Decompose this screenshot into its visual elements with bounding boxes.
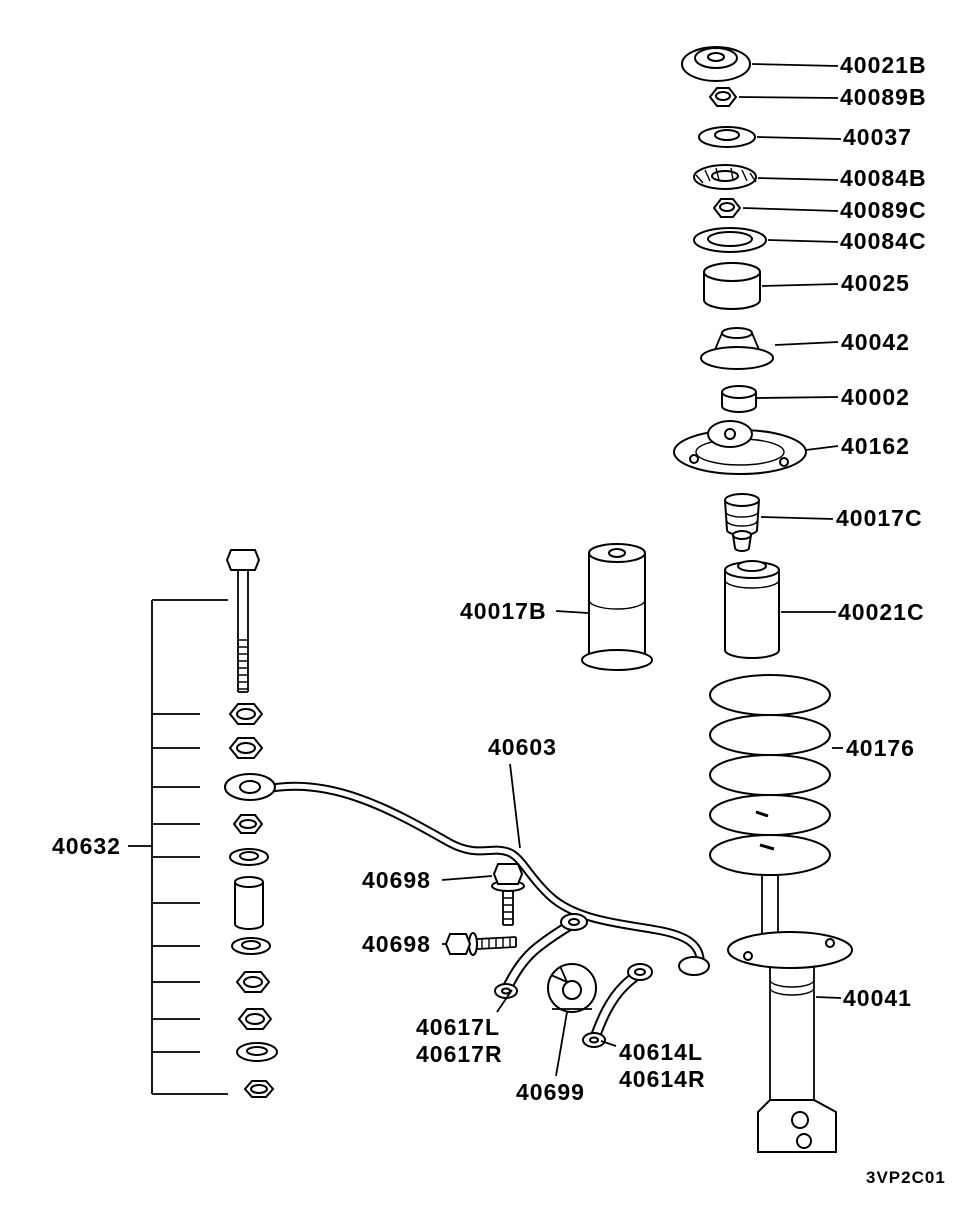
part-40017C-bump-stopper <box>724 493 760 552</box>
part-callout-40176: 40176 <box>846 735 915 761</box>
link-nut-1 <box>228 703 264 725</box>
bracket-line-40632 <box>151 599 228 1095</box>
part-callout-40089B: 40089B <box>840 84 927 110</box>
part-40021C-dust-cover <box>724 560 780 659</box>
part-40042-spring-seat <box>700 327 774 370</box>
link-eye-washer <box>224 773 276 801</box>
leader-lines <box>128 63 843 1077</box>
part-40699-bushing <box>547 963 597 1013</box>
part-callout-40041: 40041 <box>843 985 912 1011</box>
link-nut-2 <box>228 737 264 759</box>
part-40698-bolt-upper <box>491 863 525 926</box>
part-40037-washer <box>698 126 756 148</box>
part-40603-stabilizer-bar <box>257 781 710 976</box>
part-40089B-nut <box>708 87 738 107</box>
link-bushing-nut <box>232 814 264 834</box>
part-40021B-dust-cap <box>681 46 751 82</box>
link-spacer-tube <box>234 876 264 930</box>
part-callout-40617R: 40617R <box>416 1041 503 1067</box>
part-callout-40002: 40002 <box>841 384 910 410</box>
part-callout-40614L: 40614L <box>619 1039 704 1065</box>
part-callout-40162: 40162 <box>841 433 910 459</box>
part-40017B-dust-boot <box>581 543 653 671</box>
link-washer-3 <box>236 1042 278 1062</box>
part-callout-40617L: 40617L <box>416 1014 501 1040</box>
part-callout-40698-upper: 40698 <box>362 867 431 893</box>
part-callout-40699: 40699 <box>516 1079 585 1105</box>
part-callout-40084B: 40084B <box>840 165 927 191</box>
link-nut-5 <box>243 1080 275 1098</box>
drawing-code: 3VP2C01 <box>866 1168 946 1187</box>
part-40176-coil-spring <box>709 674 831 876</box>
part-callout-40021B: 40021B <box>840 52 927 78</box>
link-washer-1 <box>229 848 269 866</box>
part-40002-collar <box>721 385 757 413</box>
part-callout-40698-lower: 40698 <box>362 931 431 957</box>
part-40632-link-kit <box>151 549 278 1098</box>
link-washer-2 <box>231 937 271 955</box>
part-callout-40017B: 40017B <box>460 598 547 624</box>
part-40698-bolt-lower <box>444 932 517 956</box>
link-bolt <box>225 549 261 693</box>
part-callout-40632: 40632 <box>52 833 121 859</box>
part-callout-40614R: 40614R <box>619 1066 706 1092</box>
part-callout-40084C: 40084C <box>840 228 927 254</box>
part-callout-40037: 40037 <box>843 124 912 150</box>
part-40617-bracket <box>494 913 588 999</box>
part-40162-strut-mount <box>673 420 807 475</box>
part-callout-40042: 40042 <box>841 329 910 355</box>
part-callout-40025: 40025 <box>841 270 910 296</box>
part-40084C-washer <box>693 227 767 253</box>
part-40089C-nut <box>712 198 742 218</box>
part-callout-40017C: 40017C <box>836 505 923 531</box>
part-40025-bushing <box>703 262 761 310</box>
link-nut-3 <box>235 971 271 993</box>
part-callout-40089C: 40089C <box>840 197 927 223</box>
part-callout-40021C: 40021C <box>838 599 925 625</box>
part-40614-bracket <box>582 963 653 1048</box>
link-nut-4 <box>237 1008 273 1030</box>
part-callout-40603: 40603 <box>488 734 557 760</box>
part-40041-strut-body <box>727 931 853 1153</box>
part-40084B-bearing <box>693 164 757 190</box>
